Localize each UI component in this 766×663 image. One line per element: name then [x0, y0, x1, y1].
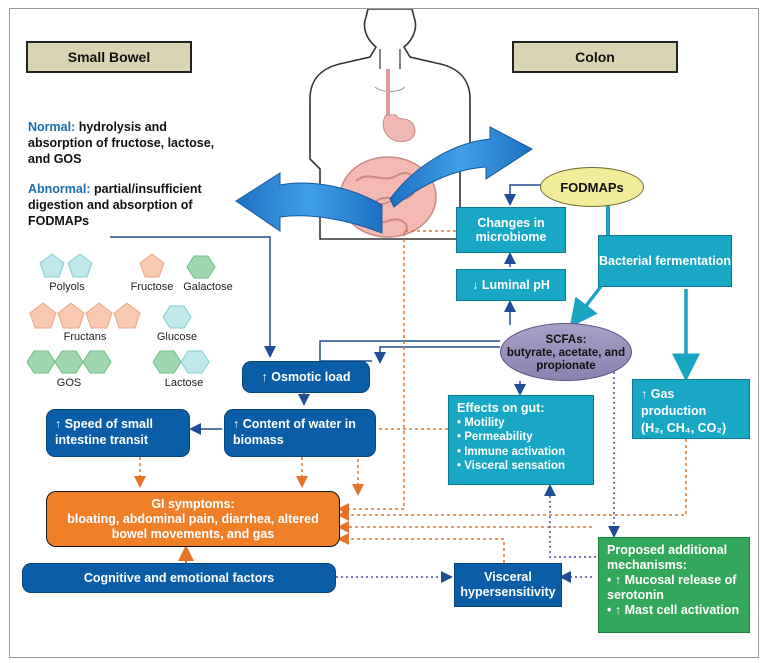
small-bowel-header: Small Bowel	[26, 41, 192, 73]
label-fructans: Fructans	[63, 331, 107, 343]
gas-production-label: ↑ Gas production	[641, 387, 707, 418]
effects-item: • Immune activation	[457, 445, 566, 458]
line-gas-to-gi	[337, 439, 687, 521]
cognitive-emotional-box: Cognitive and emotional factors	[22, 563, 336, 593]
osmotic-load-box: ↑ Osmotic load	[242, 361, 370, 393]
effects-on-gut-box: Effects on gut: • Motility • Permeabilit…	[448, 395, 594, 485]
arrow-to-colon	[389, 126, 533, 208]
line-visceral-to-effects	[544, 484, 596, 558]
figure-frame: Small Bowel Colon Normal: hydrolysis and…	[9, 8, 759, 658]
normal-text: hydrolysis and absorption of fructose, l…	[28, 120, 215, 166]
stomach-illustration	[382, 69, 416, 143]
label-glucose: Glucose	[156, 331, 198, 343]
abnormal-label: Abnormal:	[28, 182, 91, 196]
scfas-title: SCFAs:	[545, 334, 587, 346]
arrow-to-small-bowel	[235, 172, 383, 234]
abnormal-description: Abnormal: partial/insufficient digestion…	[28, 181, 233, 229]
gi-symptoms-box: GI symptoms: bloating, abdominal pain, d…	[46, 491, 340, 547]
gi-title: GI symptoms:	[151, 497, 235, 511]
proposed-title: Proposed additional mechanisms:	[607, 543, 728, 572]
gi-body: bloating, abdominal pain, diarrhea, alte…	[67, 512, 319, 541]
gas-formula: (H₂, CH₄, CO₂)	[641, 421, 727, 435]
sugar-molecules	[26, 253, 216, 374]
line-microbiome-to-gi	[337, 230, 456, 515]
visceral-hypersensitivity-box: Visceral hypersensitivity	[454, 563, 562, 607]
content-water-box: ↑ Content of water in biomass	[224, 409, 376, 457]
label-lactose: Lactose	[164, 377, 204, 389]
bacterial-fermentation-box: Bacterial fermentation	[598, 235, 732, 287]
speed-transit-box: ↑ Speed of small intestine transit	[46, 409, 190, 457]
label-gos: GOS	[56, 377, 82, 389]
line-scfa-to-osmotic	[319, 340, 500, 362]
scfas-node: SCFAs: butyrate, acetate, and propionate	[500, 323, 632, 381]
label-galactose: Galactose	[183, 281, 233, 293]
effects-title: Effects on gut:	[457, 401, 545, 415]
proposed-item: • ↑ Mucosal release of serotonin	[607, 573, 737, 602]
effects-item: • Motility	[457, 416, 505, 429]
colon-header: Colon	[512, 41, 678, 73]
fodmaps-node: FODMAPs	[540, 167, 644, 207]
normal-label: Normal:	[28, 120, 76, 134]
normal-description: Normal: hydrolysis and absorption of fru…	[28, 119, 218, 167]
luminal-ph-box: ↓ Luminal pH	[456, 269, 566, 301]
proposed-item: • ↑ Mast cell activation	[607, 603, 740, 617]
abnormal-text: partial/insufficient digestion and absor…	[28, 182, 202, 228]
diagram-canvas	[26, 9, 700, 583]
gas-production-box: ↑ Gas production (H₂, CH₄, CO₂)	[632, 379, 750, 439]
scfas-body: butyrate, acetate, and propionate	[506, 347, 626, 372]
changes-microbiome-box: Changes in microbiome	[456, 207, 566, 253]
effects-item: • Permeability	[457, 431, 533, 443]
effects-item: • Visceral sensation	[457, 460, 566, 472]
label-polyols: Polyols	[49, 281, 85, 293]
label-fructose: Fructose	[130, 281, 174, 293]
proposed-mechanisms-box: Proposed additional mechanisms: • ↑ Muco…	[598, 537, 750, 633]
line-abnormal-to-osmotic	[110, 236, 276, 358]
